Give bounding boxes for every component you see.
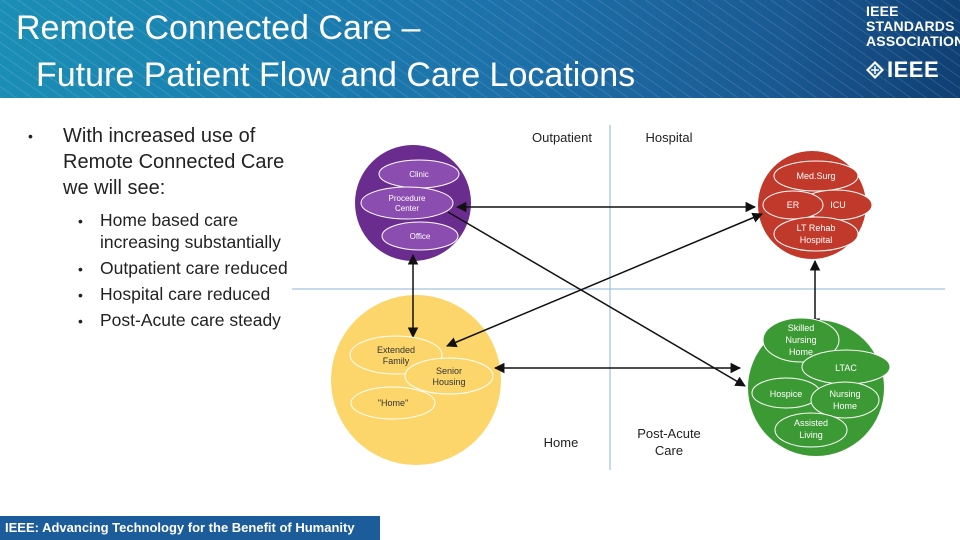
label-snf-line-1: Skilled bbox=[788, 323, 815, 333]
node-hospice: Hospice bbox=[751, 377, 821, 409]
node-office: Office bbox=[381, 221, 459, 251]
label-snf-line-2: Nursing bbox=[785, 335, 816, 345]
label-hospice: Hospice bbox=[770, 389, 803, 399]
quadrant-label-hospital: Hospital bbox=[646, 130, 693, 145]
quadrant-label-post-acute-line-1: Post-Acute bbox=[637, 426, 701, 441]
label-senior-line-1: Senior bbox=[436, 366, 462, 376]
ieee-sa-logo: IEEE STANDARDS ASSOCIATION IEEE bbox=[866, 4, 960, 83]
node-lt-rehab: LT Rehab Hospital bbox=[773, 216, 859, 252]
bullet-main: • With increased use of Remote Connected… bbox=[28, 123, 298, 201]
label-assisted-line-2: Living bbox=[799, 430, 823, 440]
node-nursing-home: Nursing Home bbox=[810, 381, 880, 419]
quadrant-label-post-acute-line-2: Care bbox=[655, 443, 683, 458]
label-senior-line-2: Housing bbox=[432, 377, 465, 387]
sub-bullet-text: Post-Acute care steady bbox=[100, 310, 281, 330]
sub-bullet-item: • Home based care increasing substantial… bbox=[28, 209, 298, 253]
label-assisted-line-1: Assisted bbox=[794, 418, 828, 428]
node-ltac: LTAC bbox=[801, 349, 891, 385]
label-procedure-line-1: Procedure bbox=[389, 194, 426, 203]
quadrant-label-home: Home bbox=[544, 435, 579, 450]
sub-bullet-item: • Hospital care reduced bbox=[28, 283, 298, 305]
node-clinic: Clinic bbox=[378, 159, 460, 189]
bullet-dot: • bbox=[78, 313, 83, 329]
logo-line-3: ASSOCIATION bbox=[866, 33, 960, 49]
label-home: "Home" bbox=[378, 398, 408, 408]
sub-bullet-text: Home based care increasing substantially bbox=[100, 210, 281, 252]
label-icu: ICU bbox=[830, 200, 846, 210]
bullet-dot: • bbox=[78, 261, 83, 277]
flow-arrows bbox=[407, 201, 821, 387]
bullet-dot: • bbox=[78, 287, 83, 303]
logo-line-2: STANDARDS bbox=[866, 18, 955, 34]
quadrant-label-outpatient: Outpatient bbox=[532, 130, 592, 145]
node-er: ER bbox=[762, 190, 824, 220]
page-title-line-2: Future Patient Flow and Care Locations bbox=[36, 56, 636, 94]
node-senior-housing: Senior Housing bbox=[404, 357, 494, 395]
sub-bullet-text: Outpatient care reduced bbox=[100, 258, 288, 278]
label-clinic: Clinic bbox=[409, 170, 429, 179]
label-ltrehab-line-1: LT Rehab bbox=[797, 223, 836, 233]
sub-bullet-item: • Outpatient care reduced bbox=[28, 257, 298, 279]
label-nursing-line-2: Home bbox=[833, 401, 857, 411]
banner-texture bbox=[0, 0, 960, 98]
ieee-wordmark: IEEE bbox=[866, 57, 960, 83]
logo-mark-text: IEEE bbox=[887, 57, 940, 82]
node-procedure-center: Procedure Center bbox=[360, 186, 454, 220]
label-extended-line-2: Family bbox=[383, 356, 410, 366]
node-medsurg: Med.Surg bbox=[773, 160, 859, 192]
label-ltrehab-line-2: Hospital bbox=[800, 235, 833, 245]
page-title-line-1: Remote Connected Care – bbox=[16, 9, 421, 47]
sub-bullet-item: • Post-Acute care steady bbox=[28, 309, 298, 331]
node-assisted-living: Assisted Living bbox=[774, 412, 848, 448]
bullet-main-text: With increased use of Remote Connected C… bbox=[63, 125, 285, 199]
logo-line-1: IEEE bbox=[866, 3, 899, 19]
label-office: Office bbox=[410, 232, 431, 241]
title-banner: Remote Connected Care – Future Patient F… bbox=[0, 0, 960, 98]
label-er: ER bbox=[787, 200, 800, 210]
label-medsurg: Med.Surg bbox=[796, 171, 835, 181]
node-home: "Home" bbox=[350, 386, 436, 420]
label-snf-line-3: Home bbox=[789, 347, 813, 357]
bullet-dot: • bbox=[28, 128, 33, 144]
sub-bullet-list: • Home based care increasing substantial… bbox=[28, 209, 298, 331]
label-extended-line-1: Extended bbox=[377, 345, 415, 355]
ieee-diamond-icon bbox=[866, 61, 884, 79]
node-skilled-nursing: Skilled Nursing Home bbox=[762, 317, 840, 363]
arrow-home-hospital bbox=[446, 212, 763, 348]
bullet-dot: • bbox=[78, 213, 83, 229]
label-nursing-line-1: Nursing bbox=[829, 389, 860, 399]
label-procedure-line-2: Center bbox=[395, 204, 419, 213]
label-ltac: LTAC bbox=[835, 363, 857, 373]
sub-bullet-text: Hospital care reduced bbox=[100, 284, 271, 304]
footer-banner: IEEE: Advancing Technology for the Benef… bbox=[0, 516, 380, 540]
bullet-list: • With increased use of Remote Connected… bbox=[28, 123, 298, 331]
